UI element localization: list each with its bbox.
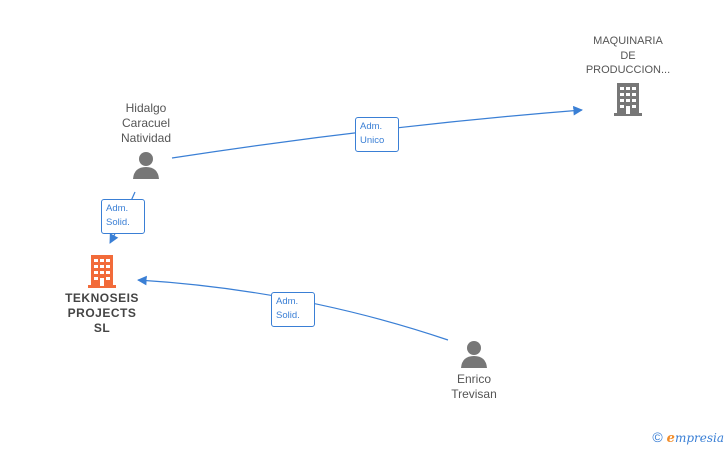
- node-teknoseis[interactable]: TEKNOSEIS PROJECTS SL: [56, 253, 148, 336]
- node-label-hidalgo: Hidalgo Caracuel Natividad: [120, 101, 172, 145]
- brand-footer: ©empresia: [652, 429, 724, 446]
- edge-label-adm-solid-enrico[interactable]: Adm. Solid.: [271, 292, 315, 327]
- node-hidalgo[interactable]: Hidalgo Caracuel Natividad: [100, 101, 192, 180]
- person-icon: [133, 152, 159, 179]
- edge-label-line2: Solid.: [106, 217, 130, 228]
- node-label-enrico: Enrico Trevisan: [451, 372, 497, 401]
- edge-label-line1: Adm.: [360, 121, 383, 132]
- brand-logo-text: mpresia: [674, 431, 724, 445]
- person-icon: [461, 341, 487, 368]
- node-label-teknoseis: TEKNOSEIS PROJECTS SL: [65, 291, 139, 335]
- copyright-icon: ©: [652, 429, 663, 445]
- edge-label-line2: Unico: [360, 135, 385, 146]
- node-label-maquinaria: MAQUINARIA DE PRODUCCION...: [585, 35, 671, 76]
- node-maquinaria[interactable]: MAQUINARIA DE PRODUCCION...: [576, 34, 680, 117]
- building-icon: [88, 255, 116, 288]
- edge-label-line1: Adm.: [276, 296, 299, 307]
- edge-label-adm-solid-hidalgo[interactable]: Adm. Solid.: [101, 199, 145, 234]
- edge-label-line1: Adm.: [106, 203, 129, 214]
- brand-logo-initial: e: [666, 431, 675, 446]
- edge-label-line2: Solid.: [276, 310, 300, 321]
- node-enrico[interactable]: Enrico Trevisan: [432, 339, 516, 402]
- edge-label-adm-unico[interactable]: Adm. Unico: [355, 117, 399, 152]
- building-icon: [614, 82, 642, 116]
